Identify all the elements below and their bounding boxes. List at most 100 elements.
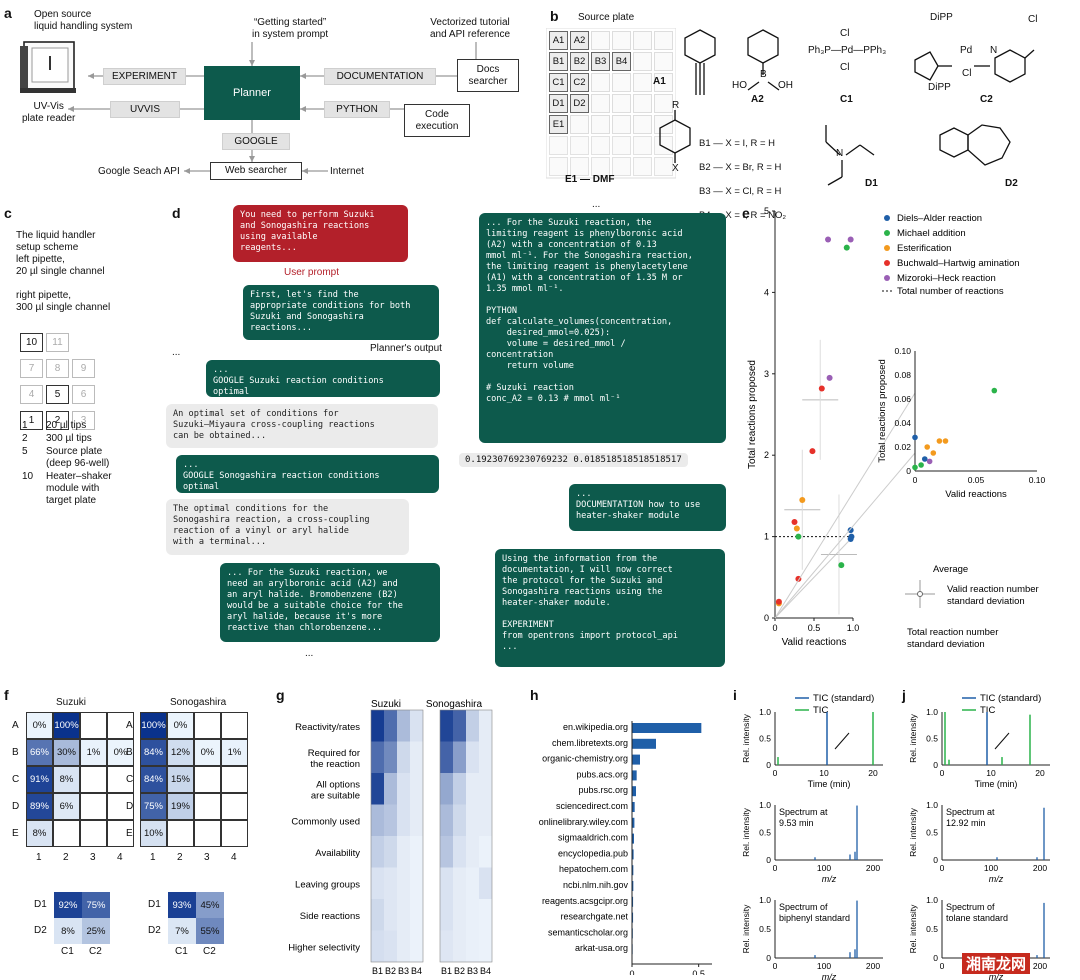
heatmap-g-cell xyxy=(453,836,466,868)
heatmap-cell xyxy=(80,793,107,820)
ms-x-tick-label: 0 xyxy=(940,961,945,971)
heatmap-col-label: 2 xyxy=(177,852,183,863)
well-c2: C2 xyxy=(570,73,589,92)
inset-y-tick-label: 0 xyxy=(906,466,911,476)
data-point xyxy=(847,527,854,534)
heatmap-g-cell xyxy=(466,867,479,899)
heatmap-g-cell xyxy=(466,836,479,868)
heatmap-cell: 0% xyxy=(26,712,53,739)
heatmap-g-cell xyxy=(440,899,453,931)
heatmap-cell: 84% xyxy=(140,766,167,793)
heatmap-row-label: C xyxy=(12,774,20,785)
panel-label-e: e xyxy=(742,205,750,221)
ms-y-tick-label: 0.5 xyxy=(926,924,938,934)
ms-y-label: Rel. intensity xyxy=(908,904,918,953)
reader-label: UV-Vis plate reader xyxy=(22,101,76,124)
bar-h-category: semanticscholar.org xyxy=(548,927,628,937)
heatmap-g-cell xyxy=(397,710,410,742)
heatmap-g-cell xyxy=(453,710,466,742)
ho-label: HO xyxy=(732,80,747,91)
ms-x-label: m/z xyxy=(989,972,1004,980)
key-valid-sd: standard deviation xyxy=(947,596,1025,607)
heatmap-row-label: A xyxy=(12,720,19,731)
c1-cl-top: Cl xyxy=(840,28,850,39)
legend-marker xyxy=(884,215,890,221)
bar-h-category: researchgate.net xyxy=(560,912,628,922)
heatmap-g-cell xyxy=(453,930,466,962)
heatmap-cell: 15% xyxy=(167,766,194,793)
oh-label: OH xyxy=(778,80,793,91)
deck-slot-3: 3 xyxy=(72,411,95,430)
tool-bubble-google-1: An optimal set of conditions for Suzuki–… xyxy=(166,404,438,448)
python-output: 0.19230769230769232 0.018518518518518517 xyxy=(459,453,688,467)
planner-box: Planner xyxy=(204,66,300,120)
heatmap-title: Suzuki xyxy=(56,697,87,708)
heatmap-cell: 100% xyxy=(53,712,80,739)
heatmap-row-label: E xyxy=(12,828,19,839)
sub-row-label: D1 xyxy=(148,899,161,910)
heatmap-cell xyxy=(194,766,221,793)
y-tick-label: 2 xyxy=(764,450,769,460)
bar-h-bar xyxy=(632,770,637,781)
data-point xyxy=(793,525,800,532)
ms-annotation: tolane standard xyxy=(946,913,1008,923)
ellipsis-d-top: ... xyxy=(592,199,601,210)
ms-y-tick-label: 1.0 xyxy=(759,707,771,717)
ms-y-tick-label: 1.0 xyxy=(759,895,771,905)
well-b4: B4 xyxy=(612,52,631,71)
ms-y-tick-label: 0.5 xyxy=(926,734,938,744)
well-empty xyxy=(549,136,568,155)
c1-formula: Ph₃P—Pd—PPh₃ xyxy=(808,45,887,56)
ms-x-tick-label: 0 xyxy=(940,768,945,778)
x-tick-label: 0.5 xyxy=(808,623,821,633)
inset-y-label: Total reactions proposed xyxy=(877,359,888,463)
ms-x-tick-label: 10 xyxy=(819,768,829,778)
legend-label: Esterification xyxy=(897,243,951,254)
bar-h-bar xyxy=(632,817,635,828)
c2-n: N xyxy=(990,45,998,56)
well-empty xyxy=(612,94,631,113)
well-empty xyxy=(633,73,652,92)
heatmap-g-row-label: Reactivity/rates xyxy=(295,722,360,733)
panel-label-a: a xyxy=(4,5,12,21)
inset-connector xyxy=(774,452,916,619)
legend-marker xyxy=(884,260,890,266)
heatmap-row-label: C xyxy=(126,774,134,785)
bar-h-bar xyxy=(632,896,634,907)
heatmap-g-cell xyxy=(466,899,479,931)
deck-slot-1: 1 xyxy=(20,411,43,430)
well-c1: C1 xyxy=(549,73,568,92)
well-empty xyxy=(633,115,652,134)
inset-point xyxy=(936,438,943,444)
well-empty xyxy=(654,31,673,50)
key-average-label: Average xyxy=(933,564,968,575)
sub-cell: 8% xyxy=(54,918,82,944)
bar-h-bar xyxy=(632,754,640,765)
deck-slot-2: 2 xyxy=(46,411,69,430)
ms-x-label: m/z xyxy=(822,972,837,980)
heatmap-col-label: 4 xyxy=(117,852,123,863)
ms-x-label: m/z xyxy=(989,874,1004,884)
internet-label: Internet xyxy=(330,166,364,177)
ms-x-tick-label: 200 xyxy=(1033,863,1047,873)
deck-slot-6: 6 xyxy=(72,385,95,404)
heatmap-g-cell xyxy=(440,930,453,962)
well-empty xyxy=(633,31,652,50)
bar-h-category: sigmaaldrich.com xyxy=(558,833,628,843)
heatmap-col-label: 3 xyxy=(90,852,96,863)
heatmap-cell xyxy=(194,820,221,847)
inset-point xyxy=(924,444,930,450)
docs-searcher-box: Docs searcher xyxy=(457,59,519,92)
inset-point xyxy=(918,462,924,468)
heatmap-cell xyxy=(80,820,107,847)
heatmap-g-cell xyxy=(384,899,397,931)
tool-bubble-google-2: The optimal conditions for the Sonogashi… xyxy=(166,499,409,555)
ms-y-tick-label: 0 xyxy=(766,953,771,963)
heatmap-g-row-label: the reaction xyxy=(310,759,360,770)
ms-x-tick-label: 0 xyxy=(773,863,778,873)
heatmap-g-cell xyxy=(479,899,492,931)
heatmap-g-cell xyxy=(371,836,384,868)
